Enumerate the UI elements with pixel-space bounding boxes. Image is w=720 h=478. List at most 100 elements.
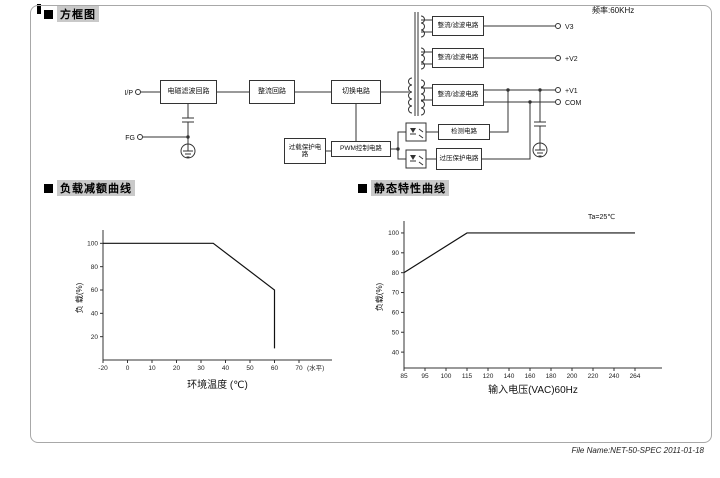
secondary-winding-2 [420,47,425,70]
x-tick-label: 264 [630,373,641,380]
ground-symbol-right [532,142,548,158]
com-terminal [555,99,561,105]
section-header-static: 静态特性曲线 [358,180,449,196]
block-rectifier: 整流回路 [249,80,295,104]
content-frame [30,5,712,443]
v3-terminal [555,23,561,29]
chart-annotation: Ta=25℃ [588,214,615,221]
input-terminal [135,89,141,95]
y-capacitor-left [182,104,194,137]
y-tick-label: 50 [392,329,400,336]
optocoupler-1-arrows [410,128,424,139]
y-tick-label: 80 [91,264,99,271]
x-tick-label: 140 [504,373,515,380]
data-series-load-derating [103,242,276,349]
junction-dot [186,135,190,139]
v2-terminal-label: +V2 [565,56,578,63]
x-tick-label: 30 [197,365,205,372]
file-info: File Name:NET-50-SPEC 2011-01-18 [571,446,704,455]
x-tick-label: 220 [588,373,599,380]
ground-symbol-left [180,143,196,159]
block-overload-protect: 过载保护电路 [284,138,326,164]
y-tick-label: 60 [91,287,99,294]
optocoupler-1 [405,122,427,142]
block-pwm-control: PWM控制电路 [331,141,391,157]
junction-dot [528,100,532,104]
transformer-windings [408,15,425,116]
block-emi-filter: 电磁滤波回路 [160,80,217,104]
fg-terminal [137,134,143,140]
optocoupler-2-led [410,155,416,160]
v2-terminal [555,55,561,61]
x-tick-label: 100 [441,373,452,380]
v1-terminal [555,87,561,93]
x-tick-label: 50 [246,365,254,372]
y-capacitor-right [534,90,546,143]
section-header-derating: 负载减额曲线 [44,180,135,196]
block-rect-filter-2: 整流/滤波电路 [432,48,484,68]
x-tick-label: 60 [271,365,279,372]
y-tick-label: 80 [392,270,400,277]
x-tick-label: 10 [148,365,156,372]
secondary-winding-3 [420,79,425,116]
block-detection: 检测电路 [438,124,490,140]
junction-dots [186,88,542,151]
section-marker-icon [44,183,53,193]
x-axis-title: 环境温度 (℃) [187,378,248,391]
junction-dot [396,147,400,151]
v1-terminal-label: +V1 [565,88,578,95]
x-tick-label: 0 [126,365,130,372]
x-axis-title: 输入电压(VAC)60Hz [488,383,578,396]
y-tick-label: 100 [388,230,399,237]
frequency-label: 频率:60KHz [592,5,634,15]
y-axis-title: 负 载(%) [74,282,84,313]
com-terminal-label: COM [565,100,582,107]
opto-feedback-wires [391,131,406,160]
optocoupler-2 [405,149,427,169]
optocoupler-1-led [410,128,416,133]
section-header-block-diagram: 方框图 [44,6,99,22]
primary-winding [408,77,413,114]
x-tick-label: 200 [567,373,578,380]
ovp-tap-wire [482,102,531,160]
secondary-wires [421,19,432,101]
diagram-labels: I/P FG V3 +V2 +V1 COM 频率:60KHz [124,5,634,142]
diagram-wires [141,12,556,160]
chart-axes [102,230,332,361]
y-tick-label: 60 [392,310,400,317]
ground-bars-right [535,143,545,157]
v3-terminal-label: V3 [565,24,574,31]
y-tick-label: 20 [91,334,99,341]
y-tick-label: 90 [392,250,400,257]
y-tick-label: 40 [91,311,99,318]
transformer-core [414,12,419,116]
output-wires [484,25,556,103]
y-tick-label: 40 [392,349,400,356]
detection-tap-wire [490,90,509,133]
section-title-derating: 负载减额曲线 [57,180,135,196]
terminal-circles [135,23,561,140]
fg-wire [143,136,189,144]
input-terminal-label: I/P [124,90,133,97]
x-tick-label: 85 [400,373,408,380]
block-overvoltage-protect: 过压保护电路 [436,148,482,170]
junction-dot [538,88,542,92]
y-tick-label: 100 [87,241,98,248]
section-marker-icon [44,9,53,19]
y-axis-title: 负载(%) [374,282,384,311]
block-rect-filter-3: 整流/滤波电路 [432,84,484,106]
x-tick-label: -20 [98,365,108,372]
x-axis-suffix-label: (水平) [307,363,324,372]
x-tick-label: 20 [173,365,181,372]
block-rect-filter-1: 整流/滤波电路 [432,16,484,36]
optocoupler-2-arrows [410,155,424,166]
x-tick-label: 115 [462,373,473,380]
fg-terminal-label: FG [125,135,135,142]
x-tick-label: 180 [546,373,557,380]
y-tick-label: 70 [392,290,400,297]
x-tick-label: 95 [421,373,429,380]
secondary-winding-1 [420,15,425,38]
